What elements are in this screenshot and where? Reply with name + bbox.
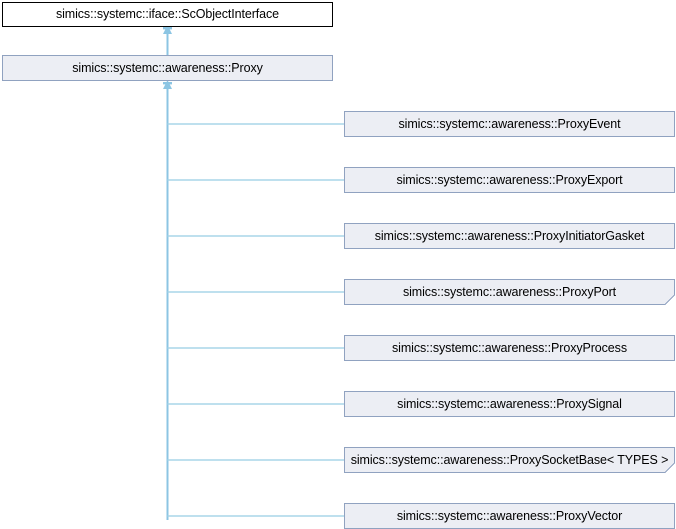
node-proxy-event[interactable]: simics::systemc::awareness::ProxyEvent (344, 111, 675, 137)
node-label: simics::systemc::awareness::ProxyEvent (398, 116, 621, 131)
node-proxy-vector[interactable]: simics::systemc::awareness::ProxyVector (344, 503, 675, 529)
node-label: simics::systemc::awareness::ProxyInitiat… (374, 228, 645, 243)
node-proxy-signal[interactable]: simics::systemc::awareness::ProxySignal (344, 391, 675, 417)
node-label: simics::systemc::awareness::ProxySignal (397, 396, 622, 411)
node-label: simics::systemc::awareness::ProxyExport (396, 172, 623, 187)
template-fold-corner-icon (664, 462, 675, 473)
node-label: simics::systemc::awareness::Proxy (72, 60, 263, 75)
node-label: simics::systemc::awareness::ProxyPort (402, 284, 617, 299)
node-sc-object-interface[interactable]: simics::systemc::iface::ScObjectInterfac… (2, 2, 333, 27)
node-proxy[interactable]: simics::systemc::awareness::Proxy (2, 55, 333, 81)
node-label: simics::systemc::awareness::ProxyProcess (392, 340, 627, 355)
node-label: simics::systemc::awareness::ProxyVector (396, 508, 623, 523)
node-proxy-process[interactable]: simics::systemc::awareness::ProxyProcess (344, 335, 675, 361)
node-proxy-initiator-gasket[interactable]: simics::systemc::awareness::ProxyInitiat… (344, 223, 675, 249)
node-proxy-port[interactable]: simics::systemc::awareness::ProxyPort (344, 279, 675, 305)
node-label: simics::systemc::awareness::ProxySocketB… (350, 452, 669, 467)
node-proxy-export[interactable]: simics::systemc::awareness::ProxyExport (344, 167, 675, 193)
node-label: simics::systemc::iface::ScObjectInterfac… (55, 7, 280, 22)
node-proxy-socket-base[interactable]: simics::systemc::awareness::ProxySocketB… (344, 447, 675, 473)
template-fold-corner-icon (664, 294, 675, 305)
